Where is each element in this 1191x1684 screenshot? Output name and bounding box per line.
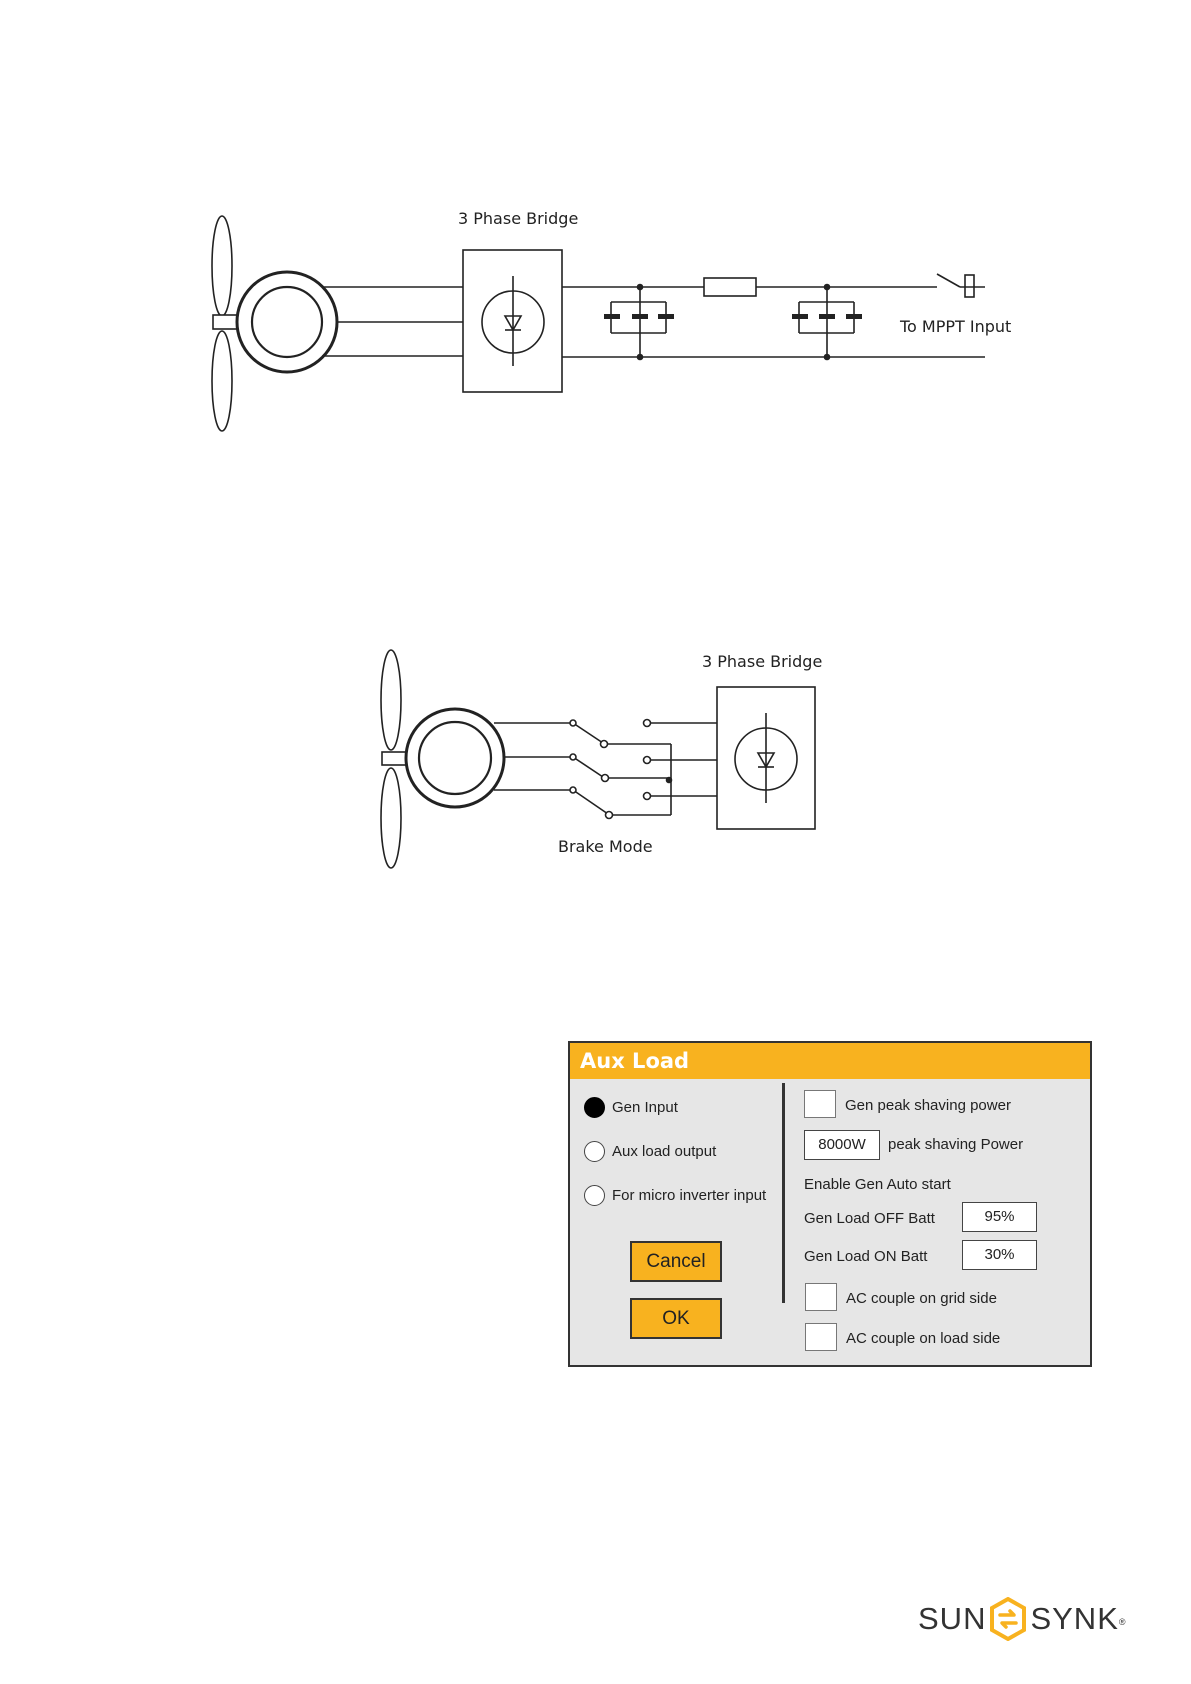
radio-micro-inverter-input-label: For micro inverter input [612, 1187, 766, 1204]
ac-couple-grid-label: AC couple on grid side [846, 1290, 997, 1307]
ac-couple-load-checkbox[interactable] [805, 1323, 837, 1351]
peak-shaving-power-label: peak shaving Power [888, 1136, 1023, 1153]
turbine-hub [382, 752, 406, 765]
output-switch [937, 274, 960, 287]
generator-inner [419, 722, 491, 794]
radio-gen-input[interactable] [584, 1097, 605, 1118]
radio-aux-load-output-label: Aux load output [612, 1143, 716, 1160]
ac-couple-grid-checkbox[interactable] [805, 1283, 837, 1311]
turbine-blade-top [212, 216, 232, 316]
aux-load-panel: Aux Load Gen Input Aux load output For m… [568, 1041, 1092, 1367]
diagram1-bridge-label: 3 Phase Bridge [458, 209, 578, 228]
radio-aux-load-output[interactable] [584, 1141, 605, 1162]
generator-outer [406, 709, 504, 807]
capacitor-bank-2 [792, 285, 862, 360]
radio-micro-inverter-input[interactable] [584, 1185, 605, 1206]
turbine-hub [213, 315, 237, 329]
ok-button[interactable]: OK [630, 1298, 722, 1339]
gen-load-off-batt-label: Gen Load OFF Batt [804, 1210, 935, 1227]
logo-registered-mark: ® [1119, 1617, 1127, 1627]
cancel-button[interactable]: Cancel [630, 1241, 722, 1282]
peak-shaving-power-input[interactable]: 8000W [804, 1130, 880, 1160]
turbine-blade-bottom [212, 331, 232, 431]
logo-text-right: SYNK [1030, 1601, 1118, 1637]
ac-couple-load-label: AC couple on load side [846, 1330, 1000, 1347]
diagram2-switch-label: Brake Mode [558, 837, 653, 856]
diagram1-output-label: To MPPT Input [899, 317, 1011, 336]
generator-inner [252, 287, 322, 357]
radio-gen-input-label: Gen Input [612, 1099, 678, 1116]
panel-divider [782, 1083, 785, 1303]
gen-peak-shaving-label: Gen peak shaving power [845, 1097, 1011, 1114]
enable-gen-auto-start-label: Enable Gen Auto start [804, 1176, 951, 1193]
diagram2-bridge-label: 3 Phase Bridge [702, 652, 822, 671]
diagram-brake-mode [381, 650, 815, 868]
panel-title: Aux Load [570, 1043, 1090, 1079]
sunsynk-logo: SUN SYNK ® [918, 1596, 1127, 1642]
output-fuse [965, 275, 974, 297]
turbine-blade-top [381, 650, 401, 750]
gen-load-off-batt-input[interactable]: 95% [962, 1202, 1037, 1232]
diagram-turbine-to-mppt [212, 216, 985, 431]
resistor [704, 278, 756, 296]
gen-load-on-batt-input[interactable]: 30% [962, 1240, 1037, 1270]
capacitor-bank-1 [604, 285, 674, 360]
gen-peak-shaving-checkbox[interactable] [804, 1090, 836, 1118]
turbine-blade-bottom [381, 768, 401, 868]
gen-load-on-batt-label: Gen Load ON Batt [804, 1248, 927, 1265]
logo-text-left: SUN [918, 1601, 986, 1637]
logo-mark-icon [990, 1597, 1026, 1641]
